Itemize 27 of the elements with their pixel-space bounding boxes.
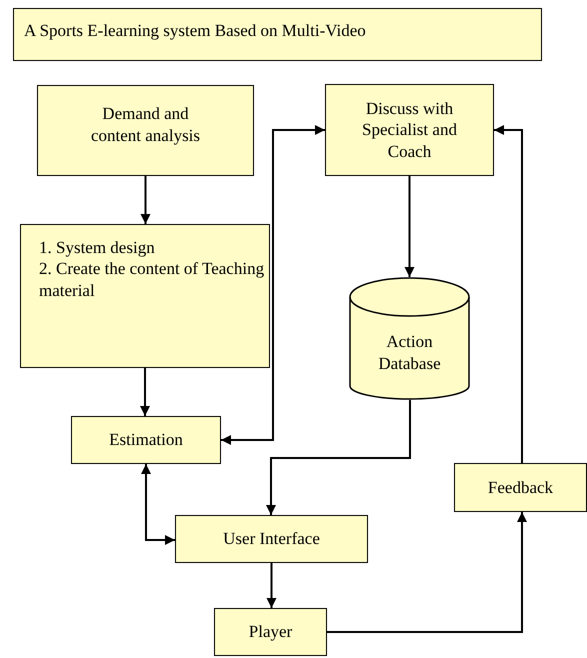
process-box [214, 608, 327, 656]
process-box [325, 84, 494, 176]
node-text: User Interface [223, 528, 320, 550]
arrow [266, 400, 411, 515]
node-text: Action Database [377, 331, 442, 374]
arrow [140, 368, 150, 416]
node-text: Player [248, 621, 292, 643]
process-box [37, 85, 254, 176]
process-box [20, 224, 270, 368]
arrow [140, 176, 150, 224]
node-text: Estimation [109, 429, 183, 451]
node-text: Demand and content analysis [90, 103, 202, 146]
title-box [13, 8, 542, 61]
arrow [266, 563, 276, 608]
arrow [494, 125, 523, 463]
node-text: 1. System design [39, 237, 156, 258]
arrow [327, 512, 527, 633]
arrow [221, 125, 325, 445]
arrow [404, 176, 414, 277]
node-text: Feedback [488, 476, 554, 498]
arrow [141, 464, 175, 545]
node-text: 2. Create the content of Teaching material [39, 258, 265, 301]
process-box [454, 463, 587, 512]
banner-text: A Sports E-learning system Based on Multi-Video [24, 20, 367, 42]
node-text: Discuss with Specialist and Coach [361, 98, 458, 162]
process-box [175, 515, 368, 563]
process-box [71, 416, 221, 464]
